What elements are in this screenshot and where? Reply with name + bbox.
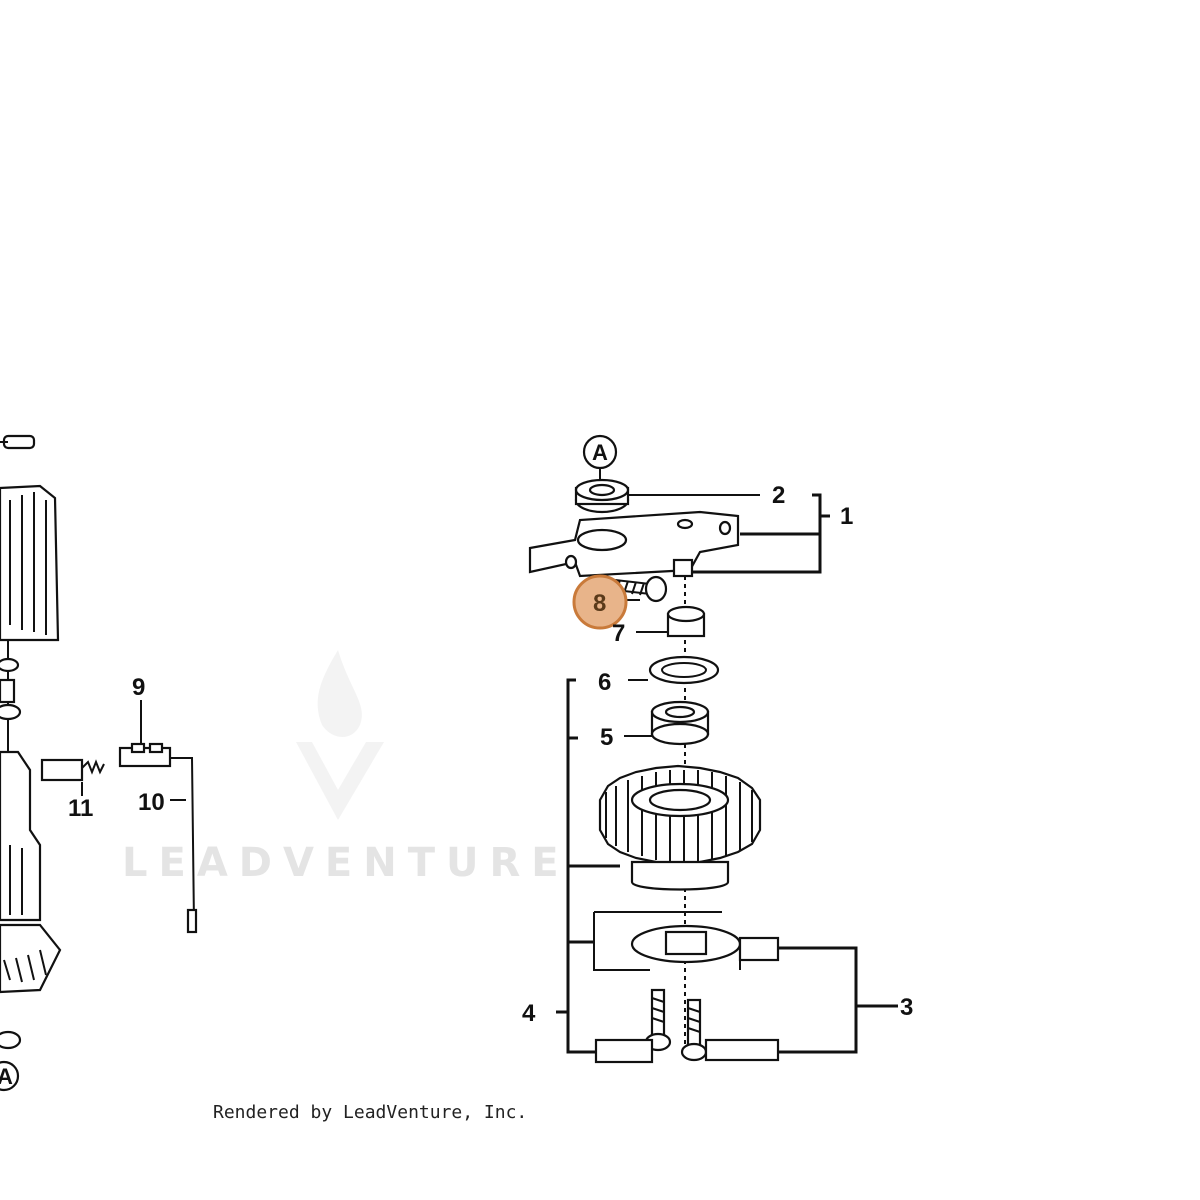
callout-4[interactable]: 4 (522, 1000, 536, 1027)
callout-6[interactable]: 6 (598, 669, 611, 696)
bracket-1 (690, 493, 830, 574)
callout-8-highlight[interactable]: 8 (572, 574, 628, 630)
housing-plate (528, 510, 740, 578)
brush-parts (40, 700, 198, 934)
watermark-text: LEADVENTURE (122, 840, 570, 886)
bearing-part-5 (624, 700, 710, 746)
callout-8[interactable]: 8 (593, 590, 606, 617)
watermark: LEADVENTURE (122, 650, 570, 886)
callout-5[interactable]: 5 (600, 724, 613, 751)
bracket-4 (556, 678, 620, 1054)
render-credit: Rendered by LeadVenture, Inc. (213, 1102, 527, 1123)
snap-ring-part-6 (628, 655, 720, 685)
callout-7[interactable]: 7 (612, 620, 625, 647)
drive-gear (598, 764, 762, 891)
callout-10[interactable]: 10 (138, 789, 165, 816)
callout-1[interactable]: 1 (840, 503, 853, 530)
callout-2[interactable]: 2 (772, 482, 785, 509)
ref-a-bottom-label: A (0, 1064, 13, 1089)
bracket-3 (778, 946, 898, 1054)
bearing-part-2 (574, 478, 760, 514)
callout-3[interactable]: 3 (900, 994, 913, 1021)
ref-a-top: A (582, 434, 618, 482)
bolts (594, 988, 780, 1064)
flame-logo-icon (296, 650, 384, 820)
ref-a-top-label: A (592, 440, 608, 465)
callout-9[interactable]: 9 (132, 674, 145, 701)
callout-11[interactable]: 11 (68, 795, 93, 822)
armature-assembly: A (0, 434, 62, 1092)
bushing-part-7 (636, 605, 706, 638)
clutch-plate (593, 911, 780, 971)
